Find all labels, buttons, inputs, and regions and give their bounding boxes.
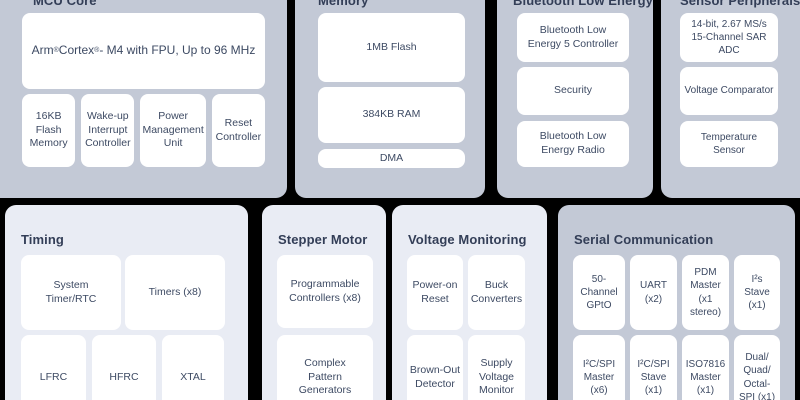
voltage-row-1: Power-on Reset Buck Converters [407, 255, 525, 330]
box-pdm-master: PDM Master (x1 stereo) [682, 255, 729, 330]
box-dma: DMA [318, 149, 465, 168]
box-temperature-sensor: Temperature Sensor [680, 121, 778, 167]
box-wakeup-interrupt-controller: Wake-up Interrupt Controller [81, 94, 135, 167]
timing-row-1: System Timer/RTC Timers (x8) [21, 255, 225, 330]
box-ble5-controller: Bluetooth Low Energy 5 Controller [517, 13, 629, 62]
box-brown-out-detector: Brown-Out Detector [407, 335, 463, 400]
panel-title-serial-communication: Serial Communication [574, 232, 714, 247]
panel-bluetooth-low-energy: Bluetooth Low Energy Bluetooth Low Energ… [497, 0, 653, 198]
box-i2c-spi-slave: I²C/SPI Stave (x1) [630, 335, 677, 400]
box-iso7816-master: ISO7816 Master (x1) [682, 335, 729, 400]
box-security: Security [517, 67, 629, 115]
box-reset-controller: Reset Controller [211, 94, 265, 167]
box-xtal: XTAL [162, 335, 224, 400]
panel-title-sensor-peripherals: Sensor Peripherals [680, 0, 800, 8]
panel-stepper-motor: Stepper Motor Programmable Controllers (… [262, 205, 386, 400]
box-buck-converters: Buck Converters [468, 255, 525, 330]
panel-memory: Memory 1MB Flash 384KB RAM DMA [295, 0, 485, 198]
cpu-label-part: Arm [31, 43, 54, 58]
box-1mb-flash: 1MB Flash [318, 13, 465, 82]
panel-title-memory: Memory [318, 0, 369, 8]
panel-mcu-core: MCU Core Arm®Cortex®- M4 with FPU, Up to… [0, 0, 287, 198]
box-supply-voltage-monitor: Supply Voltage Monitor [468, 335, 525, 400]
box-programmable-controllers: Programmable Controllers (x8) [277, 255, 373, 328]
panel-title-mcu-core: MCU Core [33, 0, 97, 8]
voltage-row-2: Brown-Out Detector Supply Voltage Monito… [407, 335, 525, 400]
panel-sensor-peripherals: Sensor Peripherals 14-bit, 2.67 MS/s 15-… [661, 0, 800, 198]
mcu-core-sub-blocks: 16KB Flash Memory Wake-up Interrupt Cont… [22, 94, 265, 167]
panel-serial-communication: Serial Communication 50- Channel GPtO UA… [558, 205, 795, 400]
cpu-label-part: Cortex [58, 43, 95, 58]
box-uart-x2: UART (x2) [630, 255, 677, 330]
box-384kb-ram: 384KB RAM [318, 87, 465, 143]
panel-voltage-monitoring: Voltage Monitoring Power-on Reset Buck C… [392, 205, 547, 400]
box-timers-x8: Timers (x8) [125, 255, 225, 330]
panel-title-stepper-motor: Stepper Motor [278, 232, 368, 247]
box-hfrc: HFRC [92, 335, 156, 400]
box-ble-radio: Bluetooth Low Energy Radio [517, 121, 629, 167]
box-i2s-slave: I²s Stave (x1) [734, 255, 780, 330]
box-power-on-reset: Power-on Reset [407, 255, 463, 330]
timing-row-2: LFRC HFRC XTAL [21, 335, 224, 400]
panel-title-bluetooth-low-energy: Bluetooth Low Energy [513, 0, 653, 8]
cpu-label-part: - M4 with FPU, Up to 96 MHz [99, 43, 256, 58]
panel-timing: Timing System Timer/RTC Timers (x8) LFRC… [5, 205, 248, 400]
box-voltage-comparator: Voltage Comparator [680, 67, 778, 115]
serial-row-2: I²C/SPI Master (x6) I²C/SPI Stave (x1) I… [573, 335, 780, 400]
box-16kb-flash-memory: 16KB Flash Memory [22, 94, 76, 167]
box-arm-cortex-m4: Arm®Cortex®- M4 with FPU, Up to 96 MHz [22, 13, 265, 89]
box-system-timer-rtc: System Timer/RTC [21, 255, 121, 330]
box-i2c-spi-master: I²C/SPI Master (x6) [573, 335, 625, 400]
box-dual-quad-octal-spi: Dual/ Quad/ Octal- SPI (x1) [734, 335, 780, 400]
panel-title-timing: Timing [21, 232, 64, 247]
serial-row-1: 50- Channel GPtO UART (x2) PDM Master (x… [573, 255, 780, 330]
box-lfrc: LFRC [21, 335, 86, 400]
box-sar-adc: 14-bit, 2.67 MS/s 15-Channel SAR ADC [680, 13, 778, 62]
panel-title-voltage-monitoring: Voltage Monitoring [408, 232, 527, 247]
box-power-management-unit: Power Management Unit [140, 94, 206, 167]
box-complex-pattern-generators: Complex Pattern Generators [277, 335, 373, 400]
box-50-channel-gpio: 50- Channel GPtO [573, 255, 625, 330]
